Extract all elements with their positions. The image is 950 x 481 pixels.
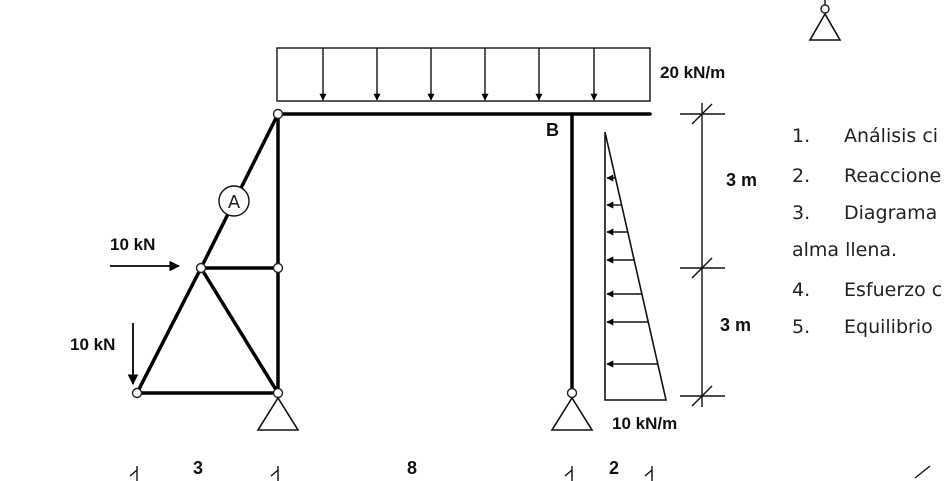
node-mid-left xyxy=(195,262,207,274)
support-right xyxy=(550,396,594,431)
question-4-num: 4. xyxy=(792,279,810,301)
dim-vertical-bottom-label: 3 m xyxy=(720,315,751,335)
triangular-load xyxy=(604,131,668,401)
distributed-load-label: 20 kN/m xyxy=(660,63,725,82)
question-3-num: 3. xyxy=(792,202,810,224)
triangular-load-label: 10 kN/m xyxy=(612,414,677,433)
dim-span-right-label: 2 xyxy=(609,458,619,478)
question-5-num: 5. xyxy=(792,316,810,338)
node-a-marker: A xyxy=(218,185,250,217)
node-a-label: A xyxy=(228,192,241,213)
support-left xyxy=(256,396,300,431)
node-mid-right xyxy=(272,262,284,274)
node-top-left xyxy=(272,108,284,120)
question-1-num: 1. xyxy=(792,125,810,147)
point-load-horizontal-label: 10 kN xyxy=(110,235,155,254)
dim-span-left-label: 3 xyxy=(193,458,203,478)
node-b-label: B xyxy=(546,120,559,140)
question-2-num: 2. xyxy=(792,165,810,187)
node-right-base xyxy=(566,387,578,399)
member-diagonal-left-lower xyxy=(135,266,203,395)
question-1-text: Análisis ci xyxy=(844,125,938,147)
question-list: 1. Análisis ci 2. Reaccione 3. Diagrama … xyxy=(792,125,942,338)
question-2-text: Reaccione xyxy=(844,165,941,187)
member-diagonal-inner xyxy=(199,266,280,395)
question-4-text: Esfuerzo c xyxy=(844,279,942,301)
question-3-continuation: alma llena. xyxy=(792,239,897,261)
node-bottom-right xyxy=(272,387,284,399)
vertical-dimension xyxy=(680,103,725,407)
support-top-right xyxy=(808,0,842,41)
dim-span-middle-label: 8 xyxy=(407,458,417,478)
distributed-load-top xyxy=(276,47,651,102)
node-bottom-left xyxy=(131,387,143,399)
point-load-vertical-label: 10 kN xyxy=(70,335,115,354)
horizontal-dimension-ticks xyxy=(129,465,931,481)
dim-vertical-top-label: 3 m xyxy=(726,170,757,190)
question-5-text: Equilibrio xyxy=(844,316,933,338)
question-3-text: Diagrama xyxy=(844,202,937,224)
